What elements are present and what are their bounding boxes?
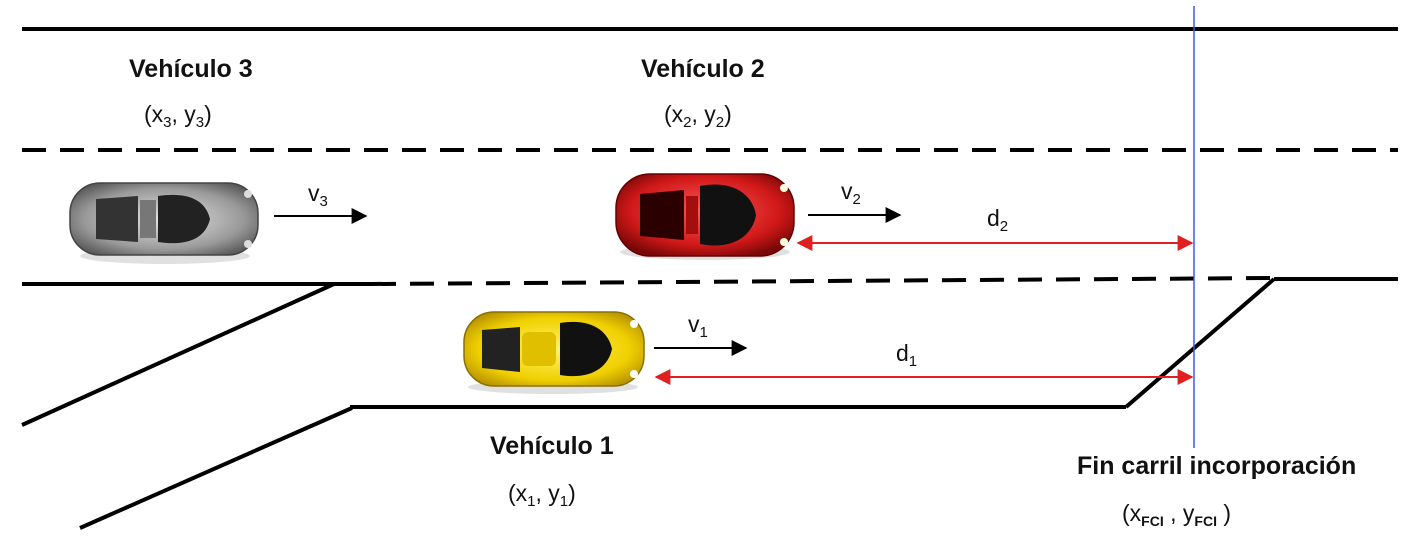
vehicle-3-coord: (x3, y3) (144, 101, 212, 131)
vehicle-1-title: Vehículo 1 (490, 432, 614, 460)
distance-label-2: d2 (987, 205, 1009, 235)
merge-lane-taper (1124, 277, 1276, 409)
car-gray-icon (69, 182, 259, 264)
vehicle-1-coord: (x1, y1) (508, 480, 576, 510)
velocity-label-2: v2 (841, 178, 861, 208)
vehicle-3-title: Vehículo 3 (129, 55, 253, 83)
car-yellow-icon (463, 311, 645, 394)
car-red-icon (615, 173, 795, 260)
velocity-label-3: v3 (308, 180, 328, 210)
ramp-line-upper (21, 282, 335, 427)
vehicle-2-coord: (x2, y2) (664, 101, 732, 131)
merge-end-title: Fin carril incorporación (1077, 452, 1357, 480)
merge-divider-dashed (371, 276, 1275, 286)
ramp-line-lower (79, 406, 353, 530)
merge-end-coord: (xFCI , yFCI ) (1122, 500, 1232, 529)
velocity-label-1: v1 (688, 311, 708, 341)
distance-label-1: d1 (896, 340, 918, 370)
vehicle-2-title: Vehículo 2 (641, 55, 765, 83)
